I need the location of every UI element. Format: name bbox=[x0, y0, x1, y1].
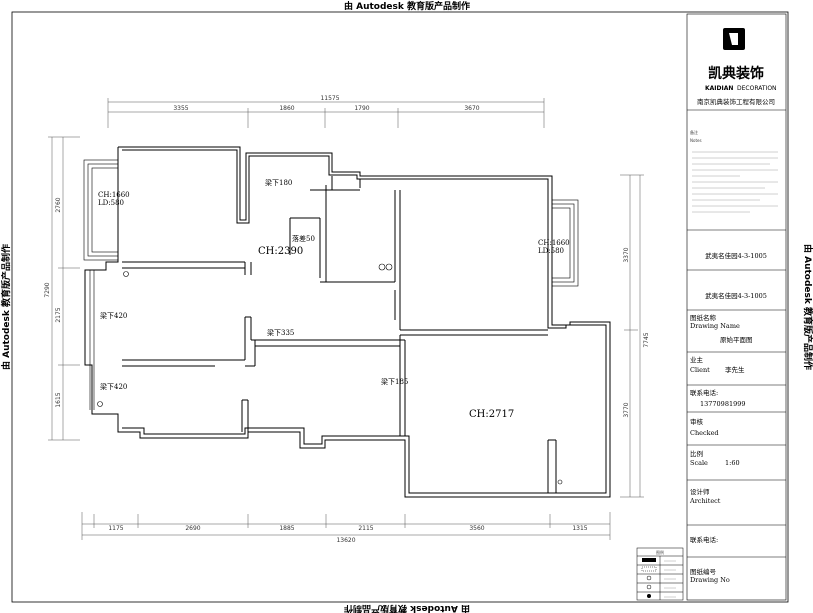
checked-cn: 审核 bbox=[690, 417, 704, 426]
pipe-icon bbox=[378, 263, 386, 271]
window-right bbox=[551, 199, 579, 287]
dim-top-seg-1: 3355 bbox=[173, 105, 188, 112]
company-name: 南京凯典装饰工程有限公司 bbox=[697, 97, 775, 106]
drop-label: 落差50 bbox=[292, 234, 315, 243]
top-dimension-lines bbox=[107, 98, 545, 128]
drawing-name-cn: 图纸名称 bbox=[690, 313, 717, 322]
dim-bottom-seg-6: 1315 bbox=[572, 525, 587, 532]
dim-bottom-seg-2: 2690 bbox=[185, 525, 200, 532]
left-dimension-lines bbox=[48, 136, 80, 441]
title-block-frame bbox=[686, 13, 787, 601]
dim-bottom-total: 13620 bbox=[336, 537, 355, 544]
legend-hatch-swatch-icon bbox=[641, 566, 657, 572]
dim-bottom-seg-3: 1885 bbox=[279, 525, 294, 532]
pipe-icon bbox=[97, 401, 103, 407]
drawing-name-en: Drawing Name bbox=[690, 322, 740, 330]
legend-box bbox=[636, 547, 684, 601]
window-left-label: CH:1660 bbox=[98, 191, 130, 199]
brand-logo-mark bbox=[729, 33, 738, 45]
walls bbox=[84, 146, 611, 498]
beam-label-180: 梁下180 bbox=[265, 178, 292, 187]
drawing-name-value: 原始平面图 bbox=[720, 335, 753, 344]
window-left-ld-label: LD:580 bbox=[98, 199, 124, 207]
dim-top-seg-2: 1860 bbox=[279, 105, 294, 112]
brand-name-cn: 凯典装饰 bbox=[708, 65, 764, 82]
notes-label-en: Notes bbox=[690, 138, 702, 143]
watermark-top: 由 Autodesk 教育版产品制作 bbox=[344, 0, 470, 12]
right-dimension-lines bbox=[620, 174, 644, 498]
dim-top-seg-4: 3670 bbox=[464, 105, 479, 112]
client-en: Client bbox=[690, 366, 710, 374]
notes-label-cn: 备注 bbox=[690, 129, 698, 135]
window-right-ld-label: LD:580 bbox=[538, 247, 564, 255]
bottom-dimension-lines bbox=[81, 512, 611, 540]
drawing-no-en: Drawing No bbox=[690, 576, 730, 584]
legend-drain-icon bbox=[647, 594, 651, 598]
pipe-icon bbox=[123, 271, 129, 277]
client-cn: 业主 bbox=[690, 355, 704, 364]
dim-right-seg-1: 3370 bbox=[623, 247, 630, 262]
beam-label-420-a: 梁下420 bbox=[100, 311, 127, 320]
beam-label-335: 梁下335 bbox=[267, 328, 294, 337]
project-address-2: 武夷名佳园4-3-1005 bbox=[705, 291, 767, 300]
client-value: 李先生 bbox=[725, 365, 745, 374]
project-address-1: 武夷名佳园4-3-1005 bbox=[705, 251, 767, 260]
ceiling-height-2: CH:2717 bbox=[469, 409, 514, 420]
dim-top-total: 11575 bbox=[320, 95, 339, 102]
brand-name-en-light: DECORATION bbox=[737, 85, 777, 92]
architect-cn: 设计师 bbox=[690, 487, 710, 496]
pipe-icon bbox=[385, 263, 393, 271]
dim-left-seg-1: 2760 bbox=[55, 197, 62, 212]
drawing-no-cn: 图纸编号 bbox=[690, 567, 717, 576]
dim-left-seg-2: 2175 bbox=[55, 307, 62, 322]
ceiling-height-1: CH:2390 bbox=[258, 246, 303, 257]
watermark-right: 由 Autodesk 教育版产品制作 bbox=[802, 244, 813, 370]
legend-desc-lines bbox=[664, 560, 676, 598]
dim-bottom-seg-1: 1175 bbox=[108, 525, 123, 532]
checked-en: Checked bbox=[690, 429, 719, 437]
legend-title: 图例 bbox=[656, 549, 664, 555]
watermark-left: 由 Autodesk 教育版产品制作 bbox=[0, 244, 12, 370]
sheet-border bbox=[11, 11, 789, 603]
dim-left-seg-3: 1615 bbox=[55, 392, 62, 407]
legend-pipe-icon bbox=[646, 575, 652, 581]
dim-bottom-seg-4: 2115 bbox=[358, 525, 373, 532]
beam-label-185: 梁下185 bbox=[381, 377, 408, 386]
notes-text-lines bbox=[692, 151, 778, 213]
dim-right-seg-2: 3770 bbox=[623, 402, 630, 417]
window-balcony bbox=[89, 270, 95, 410]
window-left bbox=[83, 159, 119, 261]
architect-en: Architect bbox=[689, 497, 721, 505]
scale-en: Scale bbox=[690, 459, 708, 467]
scale-cn: 比例 bbox=[690, 449, 703, 458]
brand-name-en-bold: KAIDIAN bbox=[705, 85, 733, 92]
dim-bottom-seg-5: 3560 bbox=[469, 525, 484, 532]
legend-pipe-2-icon bbox=[646, 584, 652, 590]
window-right-label: CH:1660 bbox=[538, 239, 570, 247]
dim-left-total: 7290 bbox=[44, 282, 51, 297]
beam-label-420-b: 梁下420 bbox=[100, 382, 127, 391]
dim-top-seg-3: 1790 bbox=[354, 105, 369, 112]
phone-label: 联系电话: bbox=[690, 388, 718, 397]
phone-label-2: 联系电话: bbox=[690, 535, 718, 544]
pipe-icon bbox=[557, 479, 563, 485]
dim-right-total: 7745 bbox=[643, 332, 650, 347]
scale-value: 1:60 bbox=[725, 459, 740, 467]
legend-wall-swatch-icon bbox=[642, 558, 656, 562]
watermark-bottom: 由 Autodesk 教育版产品制作 bbox=[344, 603, 470, 613]
phone-value: 13770981999 bbox=[700, 400, 746, 408]
